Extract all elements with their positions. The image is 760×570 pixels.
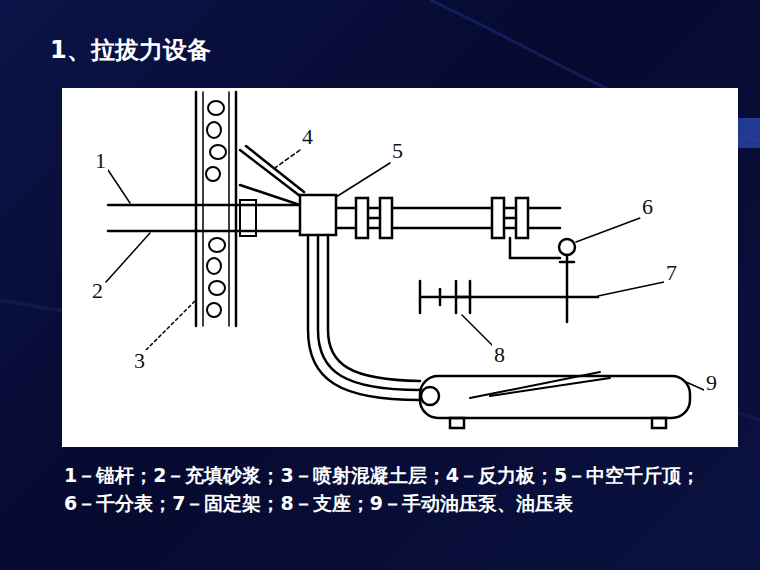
callout-number: 5 (390, 140, 405, 162)
slide-title: 1、拉拔力设备 (50, 34, 211, 66)
callout-number: 3 (132, 350, 147, 372)
legend-caption: 1－锚杆；2－充填砂浆；3－喷射混凝土层；4－反力板；5－中空千斤顶；6－千分表… (64, 462, 704, 517)
callout-number: 1 (93, 150, 108, 172)
callout-number: 6 (640, 196, 655, 218)
callout-number: 2 (90, 280, 105, 302)
callout-number: 9 (704, 372, 719, 394)
callout-number: 8 (492, 344, 507, 366)
callout-number: 7 (664, 262, 679, 284)
callout-number: 4 (300, 126, 315, 148)
